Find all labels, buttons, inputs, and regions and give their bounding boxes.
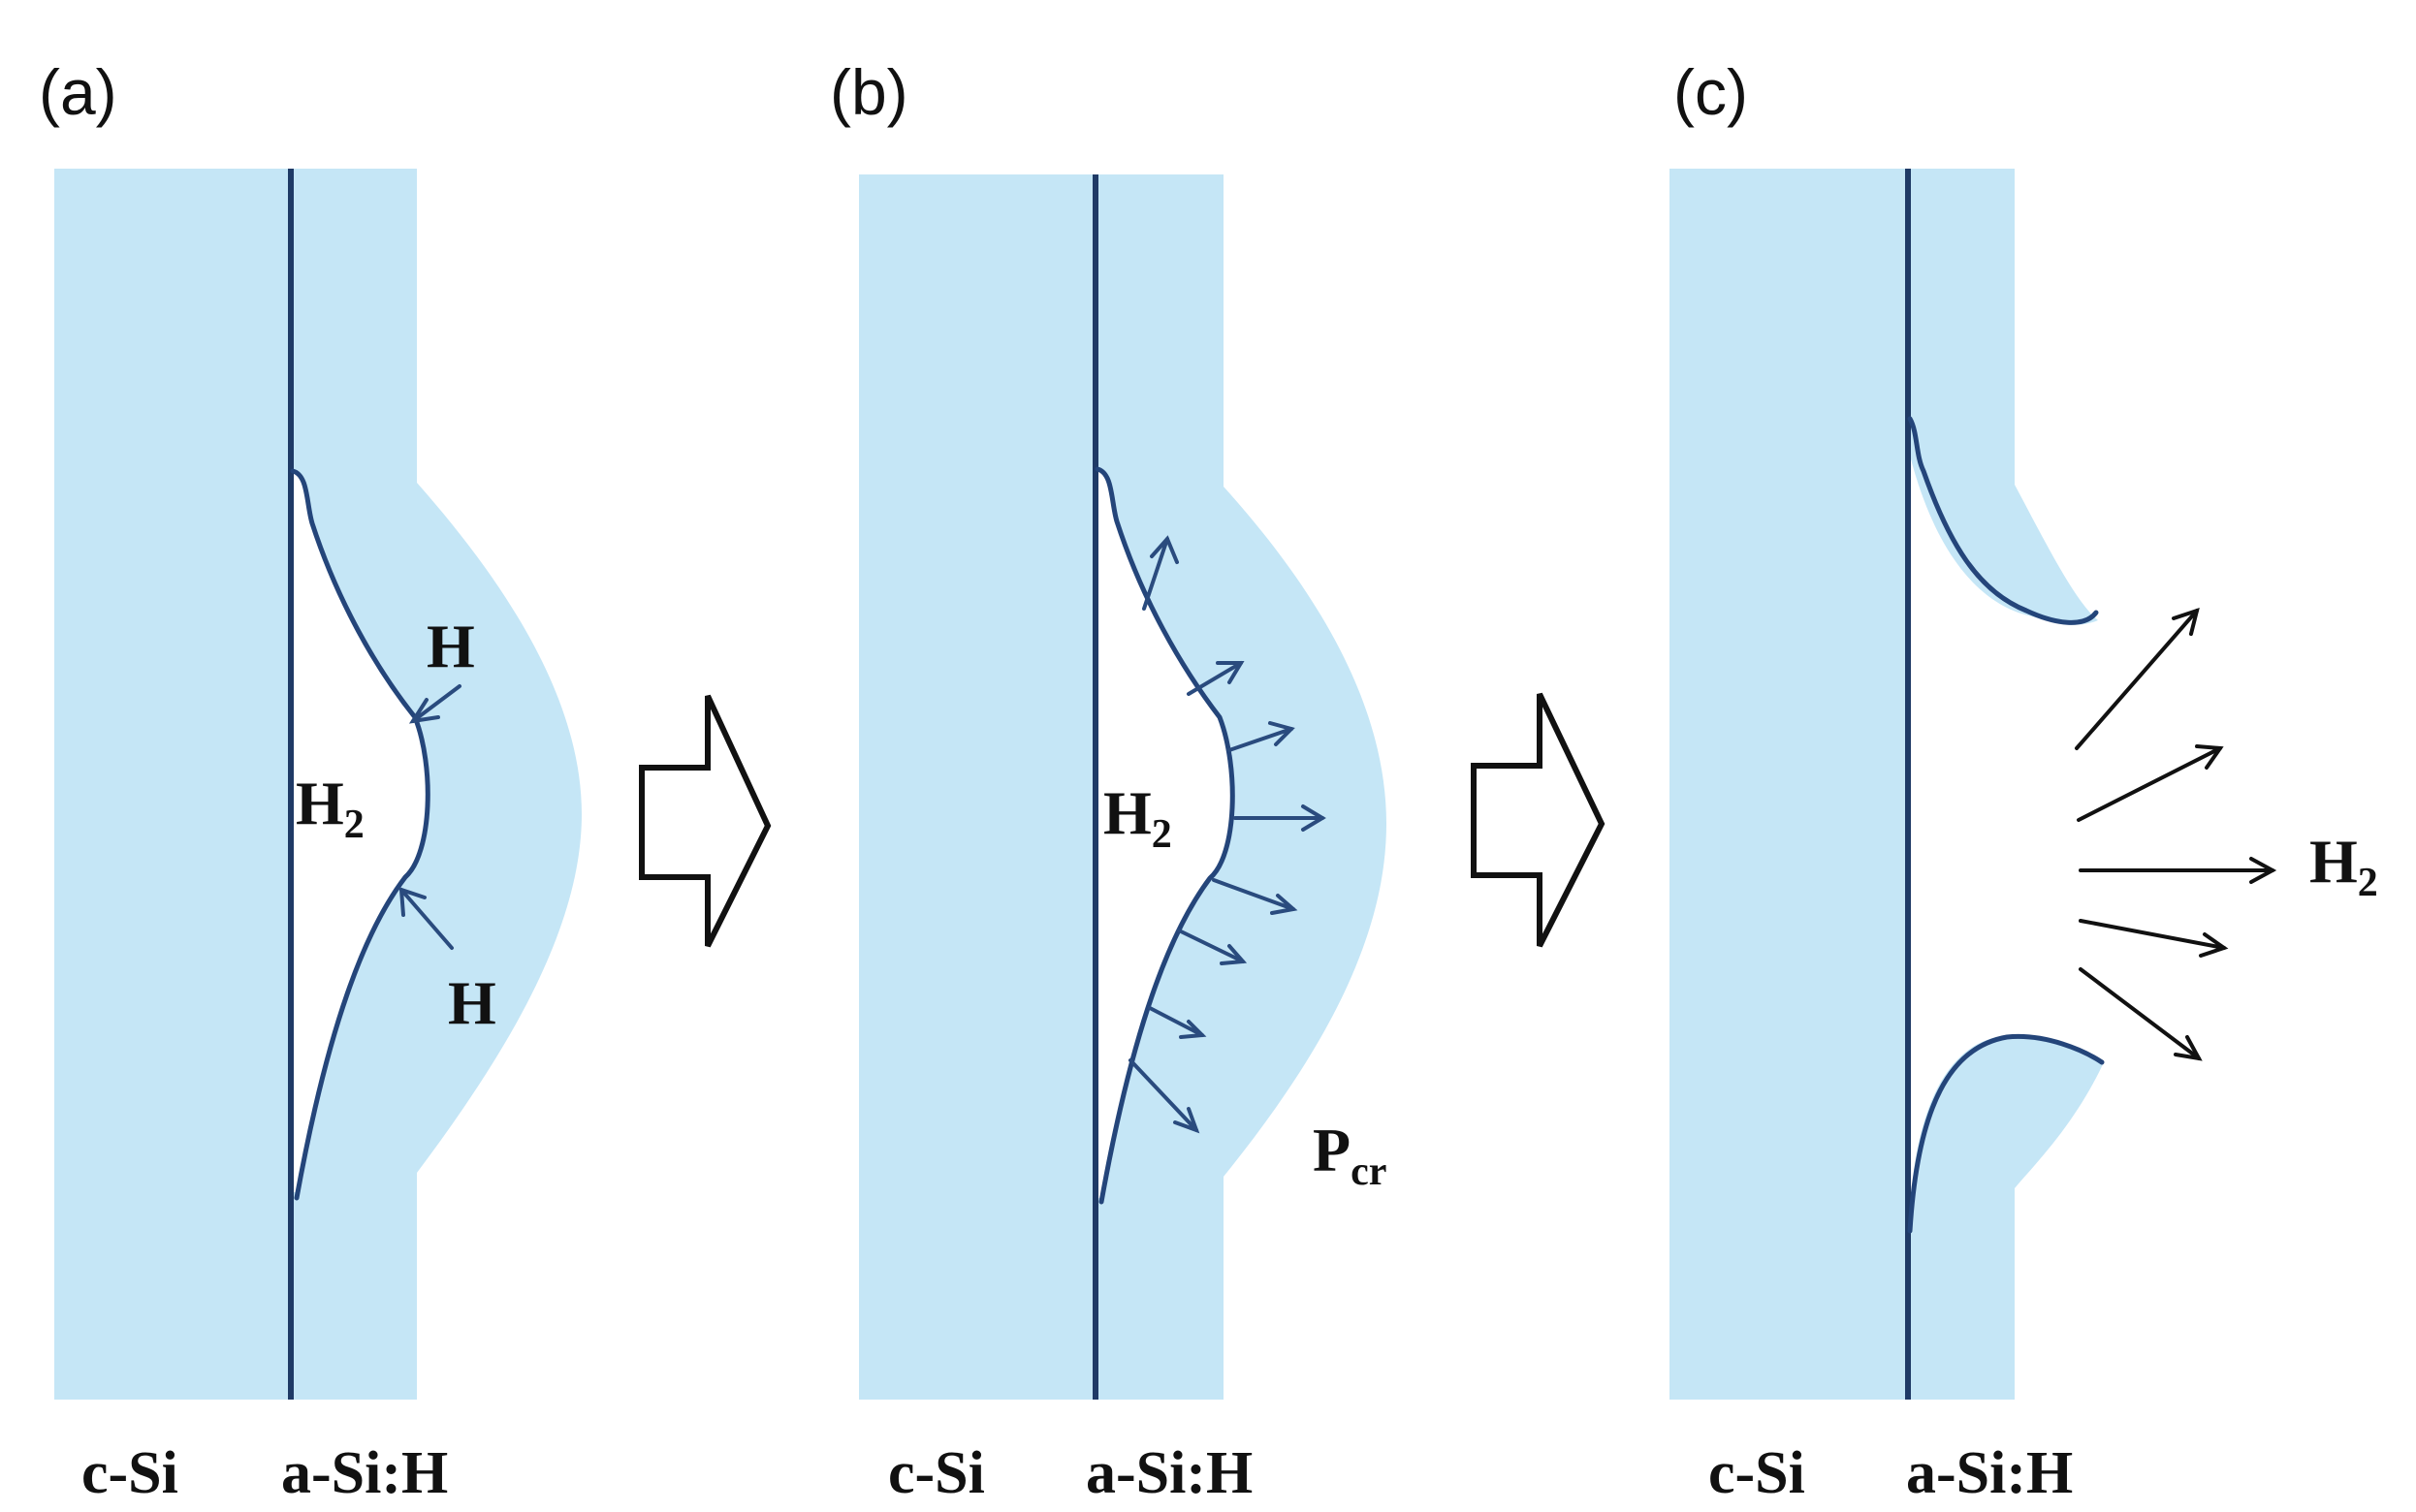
escape-arrowhead (2249, 857, 2277, 884)
pressure-arrow (1187, 661, 1243, 696)
pressure-arrowhead (1179, 1020, 1207, 1039)
pressure-arrowhead (1150, 535, 1179, 564)
a-si-h-film-upper (1908, 169, 2098, 625)
pressure-arrowhead (1220, 944, 1248, 965)
escape-arrow (2079, 919, 2226, 950)
pressure-arrow (1177, 929, 1245, 963)
pressure-arrow (1212, 878, 1295, 911)
panel-a-label: (a) (39, 56, 117, 128)
pressure-arrow (1142, 537, 1169, 611)
h2-blister-cavity (293, 471, 429, 1192)
a-si-h-label: a-Si:H (281, 1440, 448, 1506)
a-si-h-film (1096, 174, 1386, 1400)
h-atom-label-bottom: H (448, 968, 496, 1037)
escape-arrowhead (2172, 607, 2200, 636)
h2-escape-label: H2 (2309, 827, 2378, 905)
a-si-h-label: a-Si:H (1086, 1440, 1253, 1506)
ruptured-wall-upper (1907, 416, 2099, 625)
c-si-label: c-Si (1708, 1440, 1805, 1506)
a-si-h-film-lower (1910, 1036, 2104, 1400)
blister-wall (290, 468, 430, 1201)
panel-b-label: (b) (830, 56, 908, 128)
c-si-substrate (1669, 169, 1908, 1400)
ruptured-wall-lower (1907, 1033, 2105, 1234)
pressure-arrowhead (1216, 661, 1245, 684)
escape-arrows (2075, 607, 2277, 1061)
h-diffusion-arrow-bottom (399, 888, 454, 950)
escape-arrow (2079, 967, 2201, 1060)
escape-arrow (2077, 746, 2222, 822)
blister-wall (1095, 466, 1235, 1205)
c-si-substrate (859, 174, 1096, 1400)
a-si-h-label: a-Si:H (1906, 1440, 2073, 1506)
c-si-label: c-Si (888, 1440, 985, 1506)
block-arrow-right-icon (639, 694, 772, 948)
panel-c-label: (c) (1673, 56, 1748, 128)
c-si-substrate (54, 169, 291, 1400)
pressure-arrow (1129, 1058, 1198, 1132)
panel-c: (c) H2 c-Si a-Si:H (1669, 56, 2378, 1506)
critical-pressure-label: Pcr (1313, 1116, 1386, 1194)
h2-blister-cavity (1097, 469, 1233, 1198)
h-diffusion-arrow-top (411, 684, 461, 723)
panel-b: (b) H2 Pcr (830, 56, 1386, 1506)
pressure-arrows (1129, 535, 1326, 1134)
pressure-arrowhead (1270, 894, 1298, 915)
escape-arrowhead (2195, 744, 2224, 770)
h2-gas-label: H2 (1103, 778, 1172, 857)
h-diffusion-arrowhead-bottom (398, 887, 427, 917)
escape-arrow (2075, 609, 2199, 750)
escape-arrowhead (2174, 1035, 2203, 1061)
block-arrow-right-icon (1471, 692, 1605, 948)
pressure-arrow (1148, 1006, 1204, 1037)
a-si-h-film (291, 169, 582, 1400)
escape-arrowhead (2199, 932, 2229, 958)
pressure-arrowhead (1301, 804, 1326, 832)
pressure-arrowhead (1268, 721, 1295, 746)
pressure-arrow (1227, 727, 1293, 752)
c-si-label: c-Si (81, 1440, 178, 1506)
panel-a: (a) H2 H H c-Si a-Si:H (39, 56, 582, 1506)
h-atom-label-top: H (427, 612, 475, 680)
h-diffusion-arrowhead-top (408, 698, 440, 724)
h2-gas-label: H2 (296, 769, 365, 847)
pressure-arrowhead (1173, 1107, 1200, 1134)
